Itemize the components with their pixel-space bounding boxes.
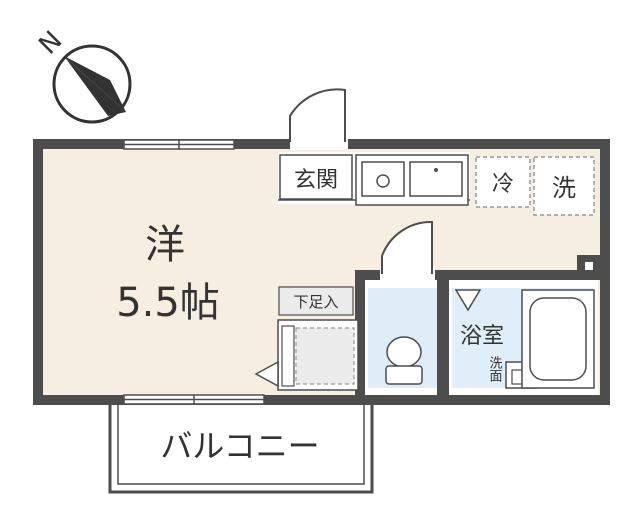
washer-space (533, 156, 595, 216)
closet-interior (295, 327, 355, 385)
closet-door-panel (281, 325, 295, 387)
entrance-door (289, 88, 348, 150)
bottom-window (123, 394, 265, 405)
shoe-storage (278, 286, 354, 316)
washer-label: 洗 (552, 174, 576, 202)
top-window (123, 139, 235, 150)
bathtub-icon (521, 289, 595, 389)
compass-label: N (33, 26, 68, 61)
sink-icon (409, 161, 463, 197)
bathroom-label: 浴室 (460, 324, 504, 349)
balcony-outline (108, 405, 374, 494)
entrance-box (279, 154, 353, 200)
door-swing-icon (289, 88, 346, 142)
shoe-storage-label: 下足入 (293, 293, 338, 311)
entrance-label: 玄関 (294, 168, 338, 193)
washbasin-label: 洗面 (487, 356, 503, 382)
wall-wet-top (355, 270, 600, 280)
bath-door-arrow-icon (454, 289, 482, 312)
stove-icon (361, 161, 405, 197)
western-room-label: 洋 (145, 222, 185, 268)
balcony-label: バルコニー (160, 427, 319, 465)
duct-square (585, 262, 593, 270)
western-room-size: 5.5帖 (116, 280, 220, 326)
toilet-tank (385, 365, 423, 385)
balcony (108, 405, 374, 494)
sink-drain (434, 168, 438, 172)
wall-toilet-left (355, 270, 365, 400)
compass-needle-shade-icon (64, 56, 126, 112)
compass: N (33, 26, 132, 124)
toilet-door (380, 220, 435, 283)
closet-door-arrow-icon (254, 360, 279, 388)
balcony-inner (117, 405, 365, 485)
refrigerator-label: 冷 (492, 172, 514, 197)
door-swing-icon-2 (381, 220, 433, 274)
wall-left (33, 139, 43, 405)
stove-burner (376, 174, 390, 188)
toilet-icon (385, 336, 423, 385)
toilet-bowl (386, 336, 422, 368)
refrigerator-space (475, 156, 531, 208)
wall-toilet-right (437, 270, 449, 400)
compass-needle-icon (64, 56, 126, 116)
bathtub-basin (529, 297, 587, 381)
kitchen-counter (355, 154, 469, 206)
wall-right (600, 139, 610, 405)
wall-bottom (33, 395, 610, 405)
